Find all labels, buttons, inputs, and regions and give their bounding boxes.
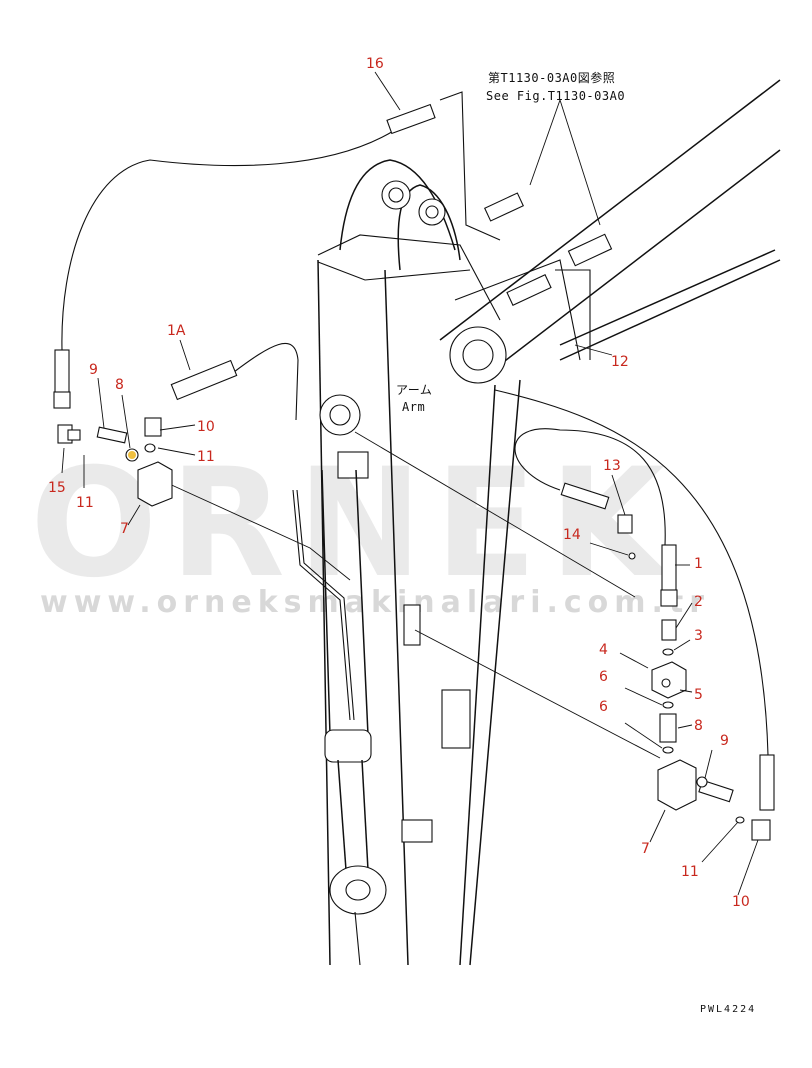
fittings bbox=[53, 103, 775, 841]
callout-6-a: 6 bbox=[599, 669, 608, 685]
reference-note-jp: 第T1130-03A0図参照 bbox=[488, 70, 615, 85]
callout-9-right: 9 bbox=[720, 733, 729, 749]
leader-lines bbox=[61, 71, 759, 896]
callout-10-left: 10 bbox=[197, 419, 215, 435]
hose-lines bbox=[61, 91, 769, 759]
callout-15: 15 bbox=[48, 480, 66, 496]
arm-label-en: Arm bbox=[402, 400, 425, 414]
callout-1a: 1A bbox=[167, 323, 186, 339]
callout-2: 2 bbox=[694, 594, 703, 610]
callout-8-left: 8 bbox=[115, 377, 124, 393]
callout-13: 13 bbox=[603, 458, 621, 474]
callout-7-right: 7 bbox=[641, 841, 650, 857]
callout-12: 12 bbox=[611, 354, 629, 370]
callout-11-left-a: 11 bbox=[197, 449, 215, 465]
reference-note-en: See Fig.T1130-03A0 bbox=[486, 89, 625, 103]
callout-5: 5 bbox=[694, 687, 703, 703]
callout-10-right: 10 bbox=[732, 894, 750, 910]
callout-4: 4 bbox=[599, 642, 608, 658]
callout-11-right: 11 bbox=[681, 864, 699, 880]
boom bbox=[439, 79, 781, 381]
callout-6-b: 6 bbox=[599, 699, 608, 715]
drawing-code: PWL4224 bbox=[700, 1004, 756, 1015]
arm-cylinder bbox=[321, 469, 387, 966]
callout-1: 1 bbox=[694, 556, 703, 572]
callout-9-left: 9 bbox=[89, 362, 98, 378]
callout-8-right: 8 bbox=[694, 718, 703, 734]
arm-label-jp: アーム bbox=[396, 383, 432, 397]
callout-7-left: 7 bbox=[120, 521, 129, 537]
callout-11-left-b: 11 bbox=[76, 495, 94, 511]
callout-3: 3 bbox=[694, 628, 703, 644]
arm-body bbox=[317, 159, 521, 966]
callout-14: 14 bbox=[563, 527, 581, 543]
callout-16: 16 bbox=[366, 56, 384, 72]
watermark-url: www.orneksmakinalari.com.tr bbox=[40, 585, 710, 620]
